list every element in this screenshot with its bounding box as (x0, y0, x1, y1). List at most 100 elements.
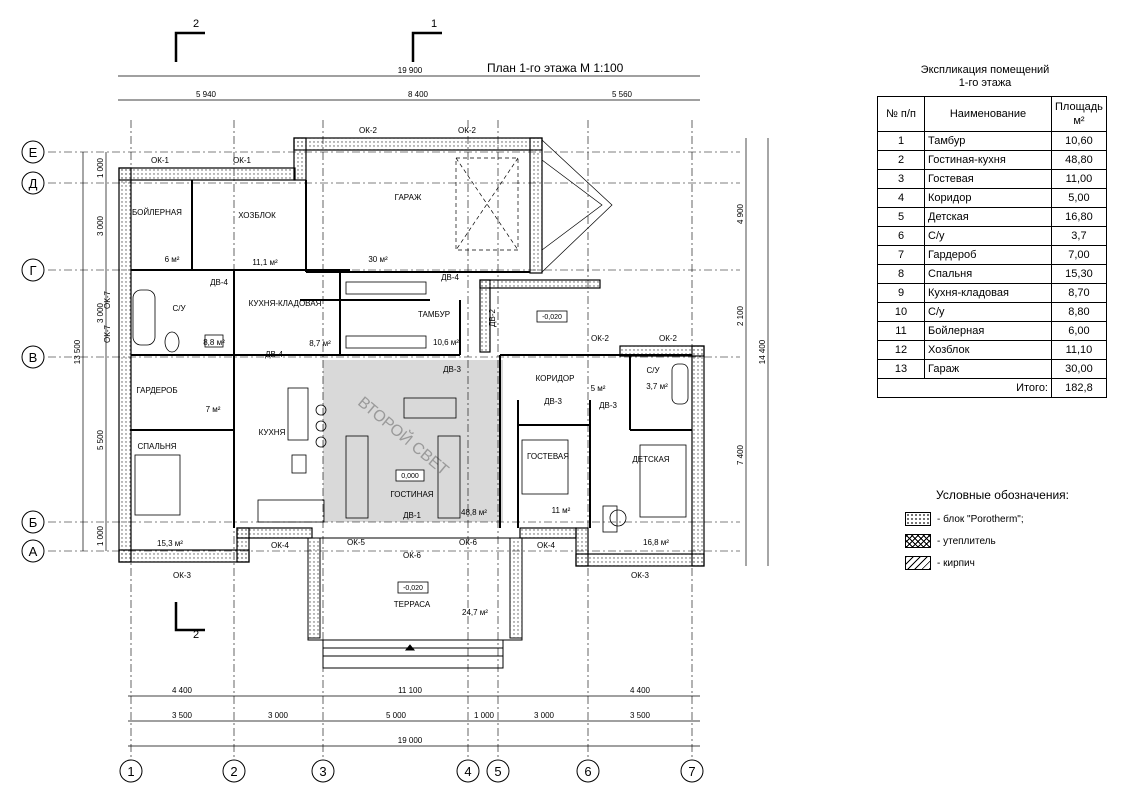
axis-6: 6 (584, 764, 591, 779)
dim-top-2: 8 400 (408, 90, 429, 99)
room-kids: ДЕТСКАЯ (632, 455, 669, 464)
row-name: Хозблок (924, 340, 1052, 360)
col-area-header: Площадь м² (1051, 96, 1107, 132)
dim-bottom-r1-3: 4 400 (630, 686, 651, 695)
row-area: 8,70 (1051, 283, 1107, 303)
dim-bottom-r2-5: 3 000 (534, 711, 555, 720)
room-terrace-area: 24,7 м² (462, 608, 488, 617)
room-bath1-area: 8,8 м² (203, 338, 225, 347)
window-ok7-a: ОК-7 (103, 290, 112, 309)
room-terrace: ТЕРРАСА (394, 600, 431, 609)
row-area: 7,00 (1051, 245, 1107, 265)
axis-a: А (29, 544, 38, 559)
window-ok1-a: ОК-1 (151, 156, 170, 165)
room-bedroom-area: 15,3 м² (157, 539, 183, 548)
axis-2: 2 (230, 764, 237, 779)
dim-left-total: 13 500 (73, 339, 82, 364)
room-utility: ХОЗБЛОК (238, 211, 276, 220)
room-living: ГОСТИНАЯ (390, 490, 433, 499)
window-ok5: ОК-5 (347, 538, 366, 547)
row-area: 48,80 (1051, 150, 1107, 170)
room-living-area: 48,8 м² (461, 508, 487, 517)
section-mark-top-b: 1 (431, 18, 437, 30)
block-swatch (905, 512, 931, 526)
legend-block: - блок "Porotherm"; (905, 512, 1024, 526)
room-bath1: С/У (172, 304, 186, 313)
row-number: 6 (877, 226, 925, 246)
room-wardrobe-area: 7 м² (206, 405, 221, 414)
dim-right-3: 7 400 (736, 444, 745, 465)
plan-title: План 1-го этажа М 1:100 (487, 61, 624, 75)
dim-left-3: 3 000 (96, 302, 105, 323)
room-vestibule-area: 10,6 м² (433, 338, 459, 347)
row-number: 1 (877, 131, 925, 151)
row-area: 3,7 (1051, 226, 1107, 246)
axis-7: 7 (688, 764, 695, 779)
window-ok2-b: ОК-2 (458, 126, 477, 135)
row-area: 10,60 (1051, 131, 1107, 151)
legend-title: Условные обозначения: (936, 488, 1069, 502)
explication-title: Экспликация помещений 1-го этажа (900, 64, 1070, 90)
row-name: Тамбур (924, 131, 1052, 151)
window-ok6-b: ОК-6 (459, 538, 478, 547)
axis-g: Г (29, 263, 36, 278)
door-dv4-b: ДВ-4 (265, 350, 283, 359)
axis-v: В (29, 350, 38, 365)
axis-b: Б (29, 515, 38, 530)
axis-3: 3 (319, 764, 326, 779)
room-vestibule: ТАМБУР (418, 310, 450, 319)
room-kitchen: КУХНЯ (259, 428, 286, 437)
window-ok6-a: ОК-6 (403, 551, 422, 560)
col-no-header: № п/п (877, 96, 925, 132)
level-terrace: -0,020 (403, 585, 423, 592)
room-wardrobe: ГАРДЕРОБ (136, 386, 177, 395)
dim-left-4: 5 500 (96, 429, 105, 450)
room-pantry: КУХНЯ-КЛАДОВАЯ (249, 299, 322, 308)
total-value: 182,8 (1051, 378, 1107, 398)
dim-left-1: 1 000 (96, 157, 105, 178)
row-area: 11,00 (1051, 169, 1107, 189)
row-name: Детская (924, 207, 1052, 227)
total-label: Итого: (877, 378, 1052, 398)
room-pantry-area: 8,7 м² (309, 339, 331, 348)
explication-header-row: № п/п Наименование Площадь м² (877, 96, 1107, 132)
row-name: С/у (924, 226, 1052, 246)
row-area: 8,80 (1051, 302, 1107, 322)
dim-bottom-r2-1: 3 500 (172, 711, 193, 720)
dim-bottom-total: 19 000 (398, 736, 423, 745)
dim-bottom-r2-4: 1 000 (474, 711, 495, 720)
dim-right-1: 4 900 (736, 203, 745, 224)
room-bedroom: СПАЛЬНЯ (137, 442, 176, 451)
room-utility-area: 11,1 м² (252, 258, 278, 267)
door-dv3-a: ДВ-3 (443, 365, 461, 374)
section-mark-bottom: 2 (193, 629, 199, 641)
door-dv3-b: ДВ-3 (544, 397, 562, 406)
room-boiler: БОЙЛЕРНАЯ (132, 208, 182, 217)
row-name: Коридор (924, 188, 1052, 208)
dim-top-1: 5 940 (196, 90, 217, 99)
row-name: Кухня-кладовая (924, 283, 1052, 303)
col-name-header: Наименование (924, 96, 1052, 132)
room-bath2-area: 3,7 м² (646, 382, 668, 391)
dim-right-total: 14 400 (758, 339, 767, 364)
level-annex: -0,020 (542, 314, 562, 321)
row-number: 7 (877, 245, 925, 265)
door-dv2: ДВ-2 (488, 309, 497, 327)
window-ok2-a: ОК-2 (359, 126, 378, 135)
room-corridor-area: 5 м² (591, 384, 606, 393)
row-area: 11,10 (1051, 340, 1107, 360)
legend-insulation-label: - утеплитель (937, 535, 996, 547)
axis-d: Д (29, 176, 38, 191)
dim-left-2: 3 000 (96, 215, 105, 236)
explication-total-row: Итого: 182,8 (877, 378, 1107, 398)
dim-bottom-r2-6: 3 500 (630, 711, 651, 720)
room-bath2: С/У (646, 366, 660, 375)
room-guest-area: 11 м² (552, 506, 571, 515)
